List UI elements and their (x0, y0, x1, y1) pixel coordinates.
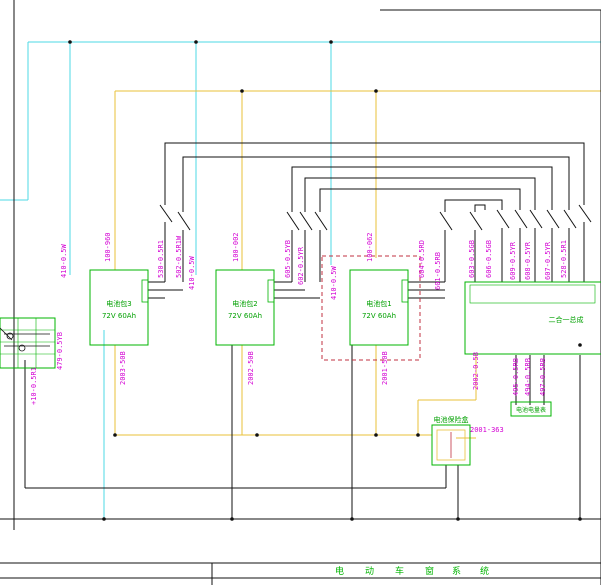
wire-label: 604-0.5RD (418, 240, 426, 278)
wire-label: 602-0.5YR (297, 246, 305, 285)
wire-label: 2001-50B (381, 351, 389, 385)
battery-pack-1-name: 电池包1 (366, 299, 391, 308)
wire-label: 2003-50B (119, 351, 127, 385)
fuse-box: 电池保险盒 2001-363 (431, 415, 504, 466)
title-char: 动 (365, 566, 376, 577)
title-char: 车 (395, 565, 406, 577)
wire-label: 479-0.5YB (56, 332, 64, 370)
wire-label: 601-0.5RB (434, 252, 442, 290)
wire-label: 606-0.5GB (485, 240, 493, 278)
title-block: 电 动 车 窗 系 统 (0, 562, 601, 585)
wire-label: 100-002 (232, 232, 240, 262)
fuse-box-code: 2001-363 (470, 426, 504, 434)
wire-label: 2002-50B (247, 351, 255, 385)
wire-label: 495-0.5RB (512, 358, 520, 396)
wire-label: +10-0.5R1 (30, 367, 38, 405)
battery-pack-2: 电池包2 72V 60Ah (215, 269, 275, 346)
battery-pack-1-spec: 72V 60Ah (362, 312, 396, 320)
wire-label: 530-0.5R1 (157, 240, 165, 278)
junction-dots (68, 40, 582, 521)
battery-meter-name: 电池电量表 (516, 406, 546, 414)
title-char: 系 (452, 566, 463, 577)
yellow-wires (114, 90, 601, 439)
battery-pack-3-spec: 72V 60Ah (102, 312, 136, 320)
title-char: 统 (480, 565, 491, 577)
wire-label: 528-0.5R1 (560, 240, 568, 278)
wire-label: 607-0.5YR (544, 241, 552, 280)
left-connector (0, 317, 56, 369)
wire-label: 609-0.5YR (509, 241, 517, 280)
wire-label: 410-0.5W (60, 243, 68, 278)
wire-label: 494-0.5RB (524, 358, 532, 396)
wire-label: 100-062 (366, 232, 374, 262)
wire-label: 608-0.5YR (524, 241, 532, 280)
wire-label: 410-0.5W (330, 265, 338, 300)
wire-label: 603-0.5GB (468, 240, 476, 278)
fuse-box-name: 电池保险盒 (434, 415, 469, 424)
wire-label: 410-0.5W (188, 255, 196, 290)
title-char: 窗 (425, 565, 436, 577)
combiner-name: 二合一总成 (549, 315, 584, 324)
combiner-unit: 二合一总成 (464, 281, 601, 355)
wire-label: 605-0.5YB (284, 240, 292, 278)
battery-pack-2-name: 电池包2 (232, 299, 257, 308)
battery-meter: 电池电量表 (510, 401, 552, 417)
wire-label: 2002-0.5B (472, 352, 480, 390)
wire-label: 100-960 (104, 232, 112, 262)
wire-label: 497-0.5RB (539, 358, 547, 396)
battery-pack-1: 电池包1 72V 60Ah (321, 255, 421, 361)
battery-pack-2-spec: 72V 60Ah (228, 312, 262, 320)
battery-pack-3: 电池包3 72V 60Ah (89, 269, 149, 346)
title-char: 电 (335, 565, 346, 577)
battery-pack-3-name: 电池包3 (106, 299, 131, 308)
wire-label: 502-0.5R1W (175, 235, 183, 278)
